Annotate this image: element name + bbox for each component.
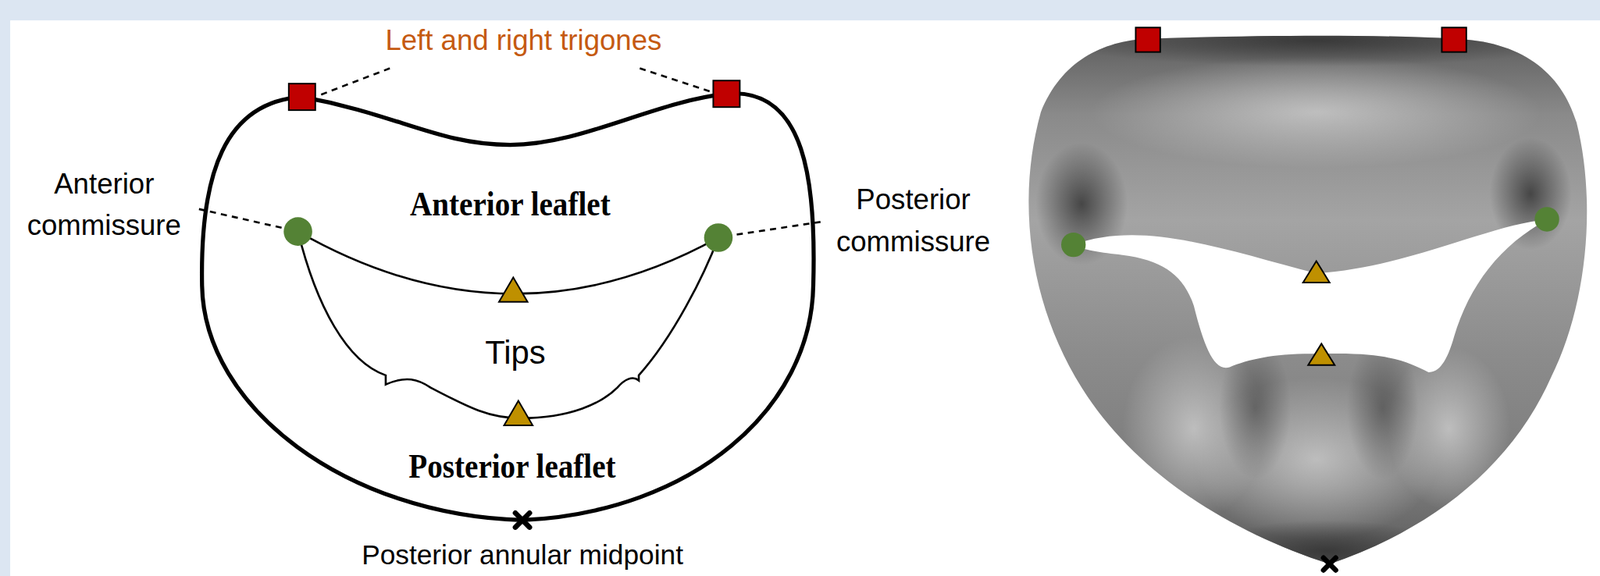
markers [283,27,1559,571]
commissure-marker [704,223,734,253]
midpoint-marker [515,513,530,528]
commissure-marker [1061,232,1086,257]
leaflet-label: Posterior leaflet [408,441,616,492]
trigone-label: Left and right trigones [384,20,662,62]
trigone-marker [1441,27,1466,52]
schematic [199,68,825,521]
tip-marker [1303,261,1330,283]
leader-lines [199,68,825,236]
tip-marker [1307,343,1335,365]
leaflet-label: Anterior leaflet [409,178,611,229]
trigone-marker [1135,27,1160,52]
tip-marker [498,277,528,302]
commissure-marker [1534,206,1559,232]
commissure-label: Posterior commissure [823,180,1003,264]
commissure-label: Anterior commissure [9,163,199,247]
valve-rendering [1028,15,1587,576]
tip-marker [504,401,534,426]
anterior-leaflet-edge [298,231,719,295]
midpoint-label: Posterior annular midpoint [361,536,684,576]
trigone-marker [712,80,740,107]
trigone-marker [288,83,316,111]
tips-label: Tips [484,329,546,378]
midpoint-marker [1323,558,1337,571]
posterior-leaflet-edge [298,231,719,419]
annulus-outline [202,93,814,521]
commissure-marker [283,217,313,246]
valve-orifice [1073,219,1549,373]
